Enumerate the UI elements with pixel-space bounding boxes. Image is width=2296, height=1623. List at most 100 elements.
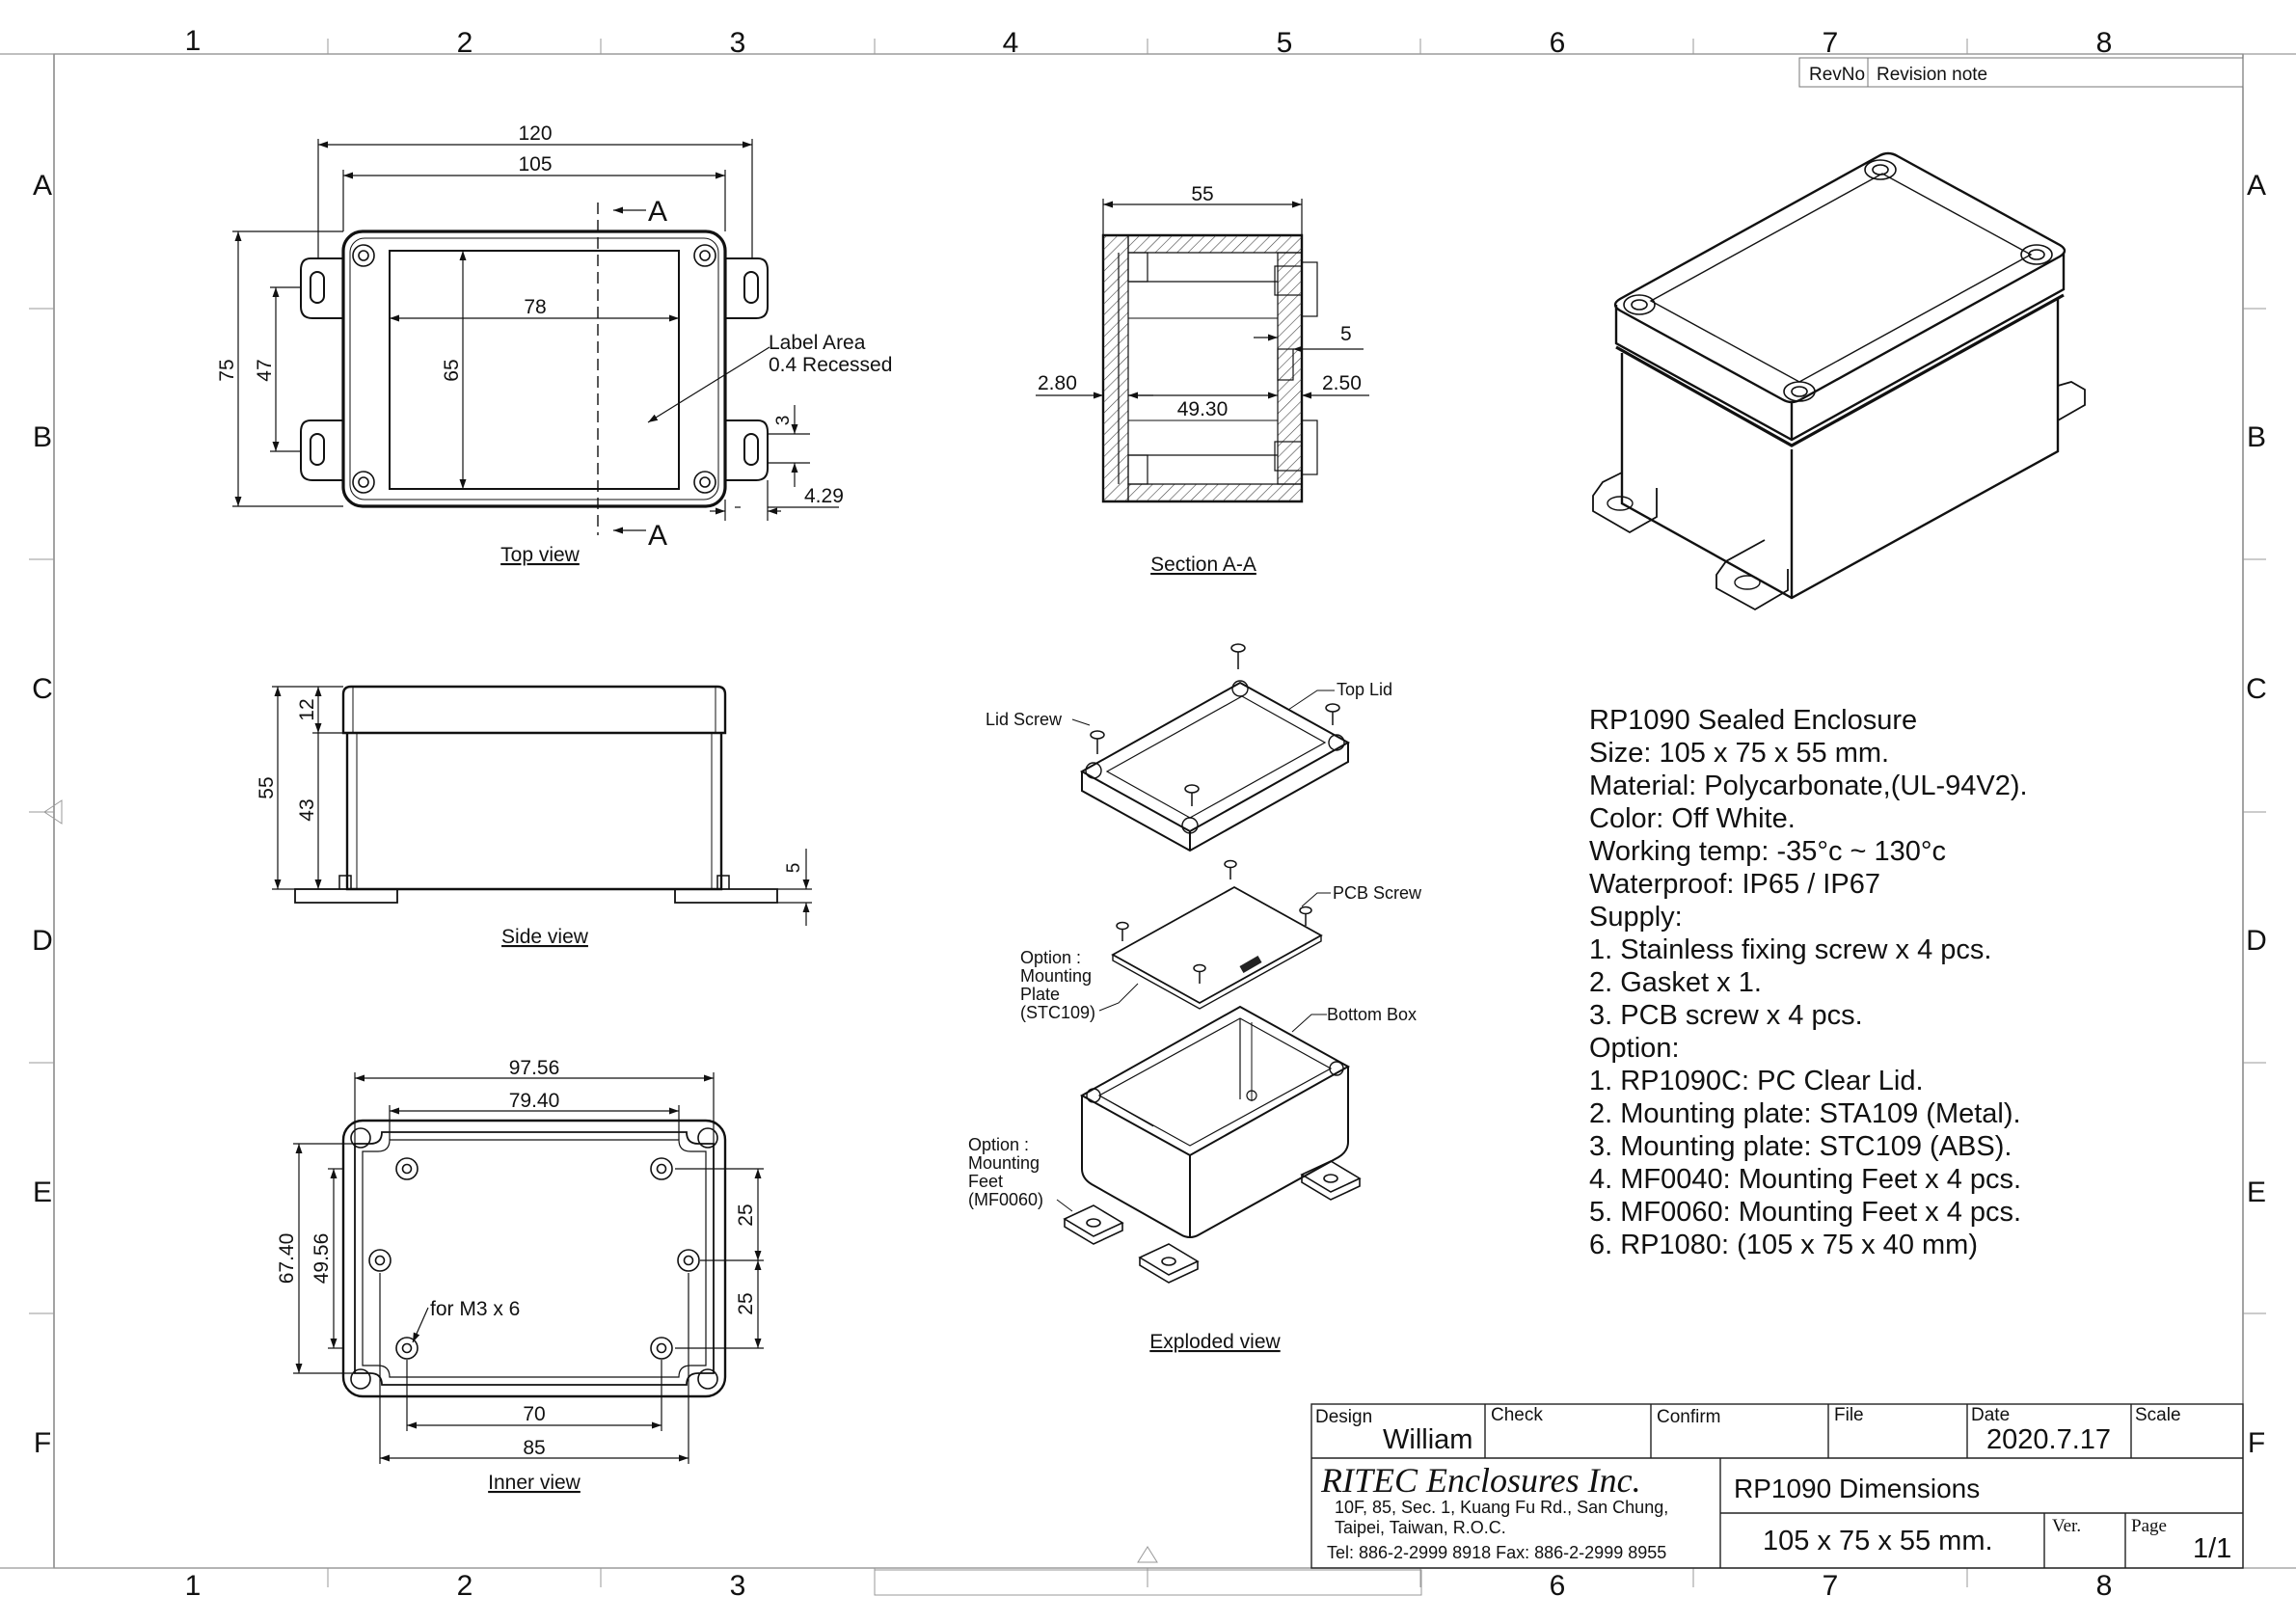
row-label: D (2246, 925, 2267, 957)
design-label: Design (1315, 1407, 1373, 1427)
dim-label-height: 65 (441, 359, 463, 381)
company-address: Taipei, Taiwan, R.O.C. (1335, 1518, 1506, 1537)
spec-line: Size: 105 x 75 x 55 mm. (1589, 738, 1890, 769)
dim-pitch-bottom: 25 (735, 1292, 757, 1314)
dim-feet-height: 5 (784, 863, 804, 874)
company-name: RITEC Enclosures Inc. (1321, 1461, 1641, 1500)
isometric-view (1592, 151, 2086, 611)
top-view-labels: 120 105 75 47 78 65 3 4.29 Label Area 0.… (216, 122, 892, 566)
exploded-view (1063, 643, 1362, 1284)
spec-line: 2. Mounting plate: STA109 (Metal). (1589, 1098, 2021, 1129)
spec-line: 1. RP1090C: PC Clear Lid. (1589, 1066, 1924, 1096)
label-area-note: Label Area (769, 332, 866, 354)
dim-hole-span: 70 (523, 1403, 545, 1425)
company-address: 10F, 85, Sec. 1, Kuang Fu Rd., San Chung… (1335, 1498, 1669, 1517)
column-label: 7 (1823, 1570, 1839, 1602)
file-label: File (1834, 1405, 1864, 1425)
dim-length: 105 (518, 153, 552, 176)
mounting-feet (1063, 1160, 1362, 1284)
label-top-lid: Top Lid (1337, 680, 1392, 699)
hole-note: for M3 x 6 (430, 1298, 520, 1320)
dim-width: 75 (216, 359, 238, 381)
dim-label-width: 78 (524, 296, 546, 318)
frame-ticks (29, 39, 2266, 1596)
section-view-caption: Section A-A (1150, 554, 1256, 576)
page-label: Page (2131, 1516, 2167, 1536)
label-mounting-plate: Plate (1020, 985, 1060, 1004)
spec-line: 4. MF0040: Mounting Feet x 4 pcs. (1589, 1164, 2022, 1195)
scale-label: Scale (2135, 1405, 2181, 1425)
confirm-label: Confirm (1657, 1407, 1721, 1427)
column-label: 8 (2096, 27, 2113, 59)
label-mounting-plate: (STC109) (1020, 1003, 1095, 1022)
check-label: Check (1491, 1405, 1543, 1425)
column-label: 6 (1550, 1570, 1566, 1602)
spec-line: Option: (1589, 1033, 1680, 1064)
section-view-dimensions (1036, 199, 1369, 399)
dim-inner-span: 49.30 (1177, 398, 1229, 420)
revision-block: RevNo Revision note (1798, 57, 2244, 88)
row-label: D (32, 925, 53, 957)
pcb-boss-icon (368, 1157, 700, 1360)
inner-view (341, 1119, 727, 1398)
column-label: 7 (1823, 27, 1839, 59)
spec-line: 3. PCB screw x 4 pcs. (1589, 1000, 1863, 1031)
screw-icon (1090, 643, 1340, 984)
section-marker: A (648, 520, 667, 552)
column-label: 4 (1003, 27, 1019, 59)
revision-note-label: Revision note (1877, 65, 1987, 85)
side-view-labels: 55 12 43 5 Side view (256, 698, 804, 948)
spec-line: Material: Polycarbonate,(UL-94V2). (1589, 771, 2028, 801)
company-contact: Tel: 886-2-2999 8918 Fax: 886-2-2999 895… (1327, 1543, 1667, 1562)
column-label: 2 (457, 27, 473, 59)
column-label: 3 (730, 1570, 746, 1602)
title-block (1310, 1403, 2244, 1569)
label-mounting-feet: Feet (968, 1172, 1003, 1191)
mounting-flange (300, 257, 769, 481)
dim-overall-length: 120 (518, 122, 552, 145)
dim-boss-span: 85 (523, 1437, 545, 1459)
side-view-caption: Side view (501, 926, 589, 948)
spec-line: Color: Off White. (1589, 803, 1796, 834)
dim-inner-outer-width: 97.56 (509, 1057, 560, 1079)
row-label: A (2247, 170, 2266, 202)
drawing-title: RP1090 Dimensions (1734, 1474, 1981, 1503)
label-mounting-feet: Option : (968, 1135, 1029, 1154)
inner-view-labels: 97.56 79.40 67.40 49.56 25 25 70 85 for … (276, 1057, 757, 1494)
inner-view-caption: Inner view (488, 1472, 581, 1494)
rev-no-label: RevNo (1809, 65, 1865, 85)
bottom-box (1079, 1005, 1351, 1238)
corner-screw-hole-icon (350, 1127, 718, 1390)
column-label: 1 (185, 25, 202, 57)
inner-view-dimensions (293, 1072, 764, 1464)
row-label: C (32, 673, 53, 705)
column-label: 5 (1277, 27, 1293, 59)
dim-base-height: 43 (296, 798, 318, 821)
dim-wall-right: 2.50 (1322, 372, 1362, 394)
dim-slot: 3 (773, 416, 794, 426)
date-value: 2020.7.17 (1986, 1424, 2112, 1455)
dim-total-height: 55 (256, 776, 278, 798)
exploded-leaders (1056, 690, 1335, 1212)
side-view (294, 685, 778, 904)
row-label: A (33, 170, 52, 202)
row-label: B (33, 421, 52, 453)
section-view-labels: 55 2.80 49.30 2.50 5 Section A-A (1038, 183, 1362, 576)
row-label: F (2248, 1427, 2265, 1459)
dim-inner-width: 79.40 (509, 1090, 560, 1112)
mounting-plate (1111, 885, 1323, 1010)
spec-line: 3. Mounting plate: STC109 (ABS). (1589, 1131, 2012, 1162)
centering-mark-left (43, 799, 63, 825)
dim-wall-left: 2.80 (1038, 372, 1077, 394)
column-label: 1 (185, 1570, 202, 1602)
column-label: 3 (730, 27, 746, 59)
exploded-view-caption: Exploded view (1149, 1331, 1281, 1353)
column-label: 2 (457, 1570, 473, 1602)
dim-inner-outer-height: 67.40 (276, 1233, 298, 1285)
label-mounting-feet: (MF0060) (968, 1190, 1043, 1209)
dim-inner-height: 49.56 (311, 1233, 333, 1285)
label-pcb-screw: PCB Screw (1333, 883, 1422, 903)
dim-lid-height: 12 (296, 698, 318, 720)
zone-labels: 1 2 3 4 5 6 7 8 1 2 3 6 7 8 A B C D E F … (32, 25, 2267, 1602)
